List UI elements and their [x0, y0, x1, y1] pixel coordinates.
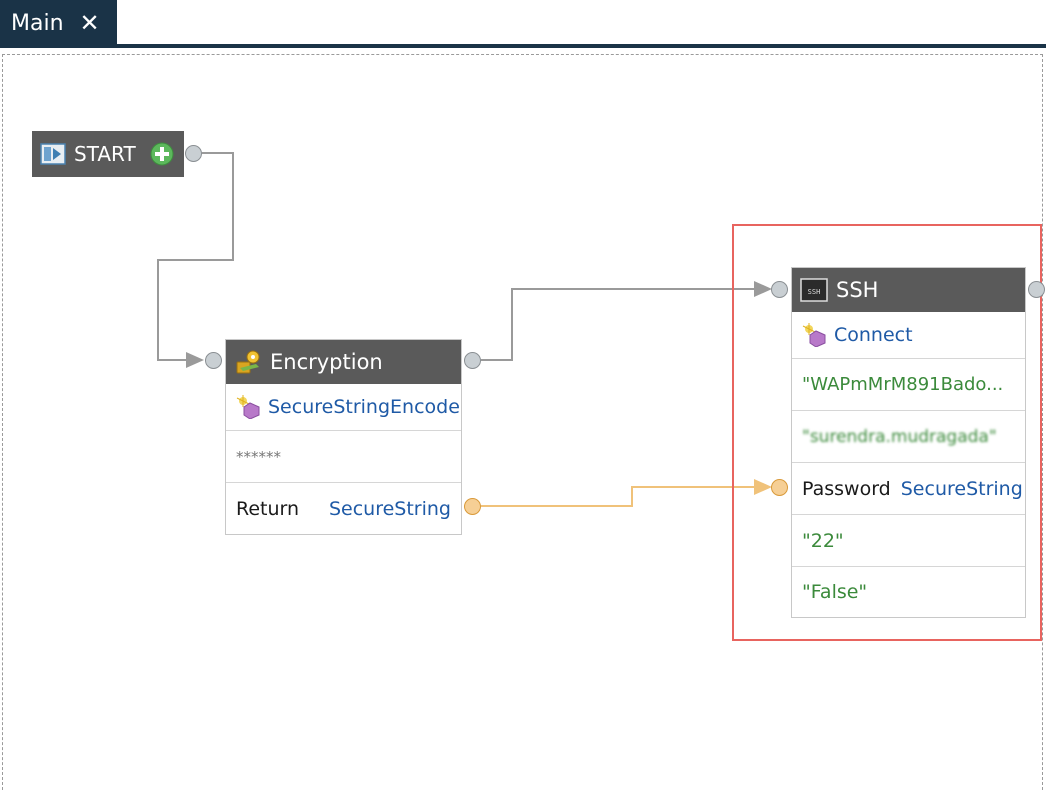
svg-text:SSH: SSH	[808, 288, 821, 296]
ssh-flag-row[interactable]: "False"	[792, 566, 1025, 617]
ssh-host-value: "WAPmMrM891Bado...	[802, 374, 1004, 395]
encryption-return-port[interactable]	[464, 498, 481, 515]
ssh-node[interactable]: SSH SSH Connect "WAPmMrM891Bado... "sure…	[791, 267, 1026, 618]
encryption-function-row[interactable]: SecureStringEncode	[226, 384, 461, 430]
ssh-password-label: Password	[802, 477, 891, 500]
start-flag-icon	[40, 143, 66, 165]
ssh-port-value: "22"	[802, 529, 844, 552]
tab-bar: Main ✕	[0, 0, 1046, 48]
start-node[interactable]: START	[32, 131, 184, 177]
encryption-node[interactable]: Encryption SecureStringEncode ****** Ret…	[225, 339, 462, 535]
encryption-function-label: SecureStringEncode	[268, 396, 460, 418]
ssh-host-row[interactable]: "WAPmMrM891Bado...	[792, 358, 1025, 410]
tab-underline	[0, 44, 1046, 48]
encryption-title: Encryption	[270, 350, 383, 374]
terminal-icon: SSH	[800, 278, 828, 302]
function-gem-icon	[802, 323, 826, 347]
ssh-node-header[interactable]: SSH SSH	[792, 268, 1025, 312]
start-output-port[interactable]	[185, 145, 202, 162]
tab-main-label: Main	[11, 10, 64, 36]
close-icon[interactable]: ✕	[79, 9, 100, 37]
tab-main[interactable]: Main ✕	[0, 0, 117, 46]
encryption-input-port[interactable]	[205, 352, 222, 369]
encryption-return-row[interactable]: Return SecureString	[226, 482, 461, 534]
ssh-function-row[interactable]: Connect	[792, 312, 1025, 358]
key-icon	[236, 350, 260, 374]
start-label: START	[74, 142, 136, 166]
add-circle-icon[interactable]	[150, 142, 174, 166]
ssh-password-port[interactable]	[771, 479, 788, 496]
encryption-input-row[interactable]: ******	[226, 430, 461, 482]
encryption-return-type: SecureString	[328, 497, 451, 520]
ssh-output-port[interactable]	[1028, 281, 1045, 298]
function-gem-icon	[236, 395, 260, 419]
encryption-input-value: ******	[236, 447, 281, 466]
ssh-user-value: "surendra.mudragada"	[802, 426, 997, 447]
ssh-user-row[interactable]: "surendra.mudragada"	[792, 410, 1025, 462]
highlight-box	[732, 224, 1042, 641]
flow-canvas[interactable]	[2, 54, 1043, 790]
encryption-return-label: Return	[236, 497, 300, 520]
encryption-node-header[interactable]: Encryption	[226, 340, 461, 384]
ssh-password-type: SecureString	[900, 477, 1023, 500]
ssh-function-label: Connect	[834, 324, 913, 346]
ssh-flag-value: "False"	[802, 581, 868, 603]
ssh-input-port[interactable]	[771, 281, 788, 298]
encryption-output-port[interactable]	[464, 352, 481, 369]
ssh-port-row[interactable]: "22"	[792, 514, 1025, 566]
ssh-password-row[interactable]: Password SecureString	[792, 462, 1025, 514]
ssh-title: SSH	[836, 278, 879, 302]
